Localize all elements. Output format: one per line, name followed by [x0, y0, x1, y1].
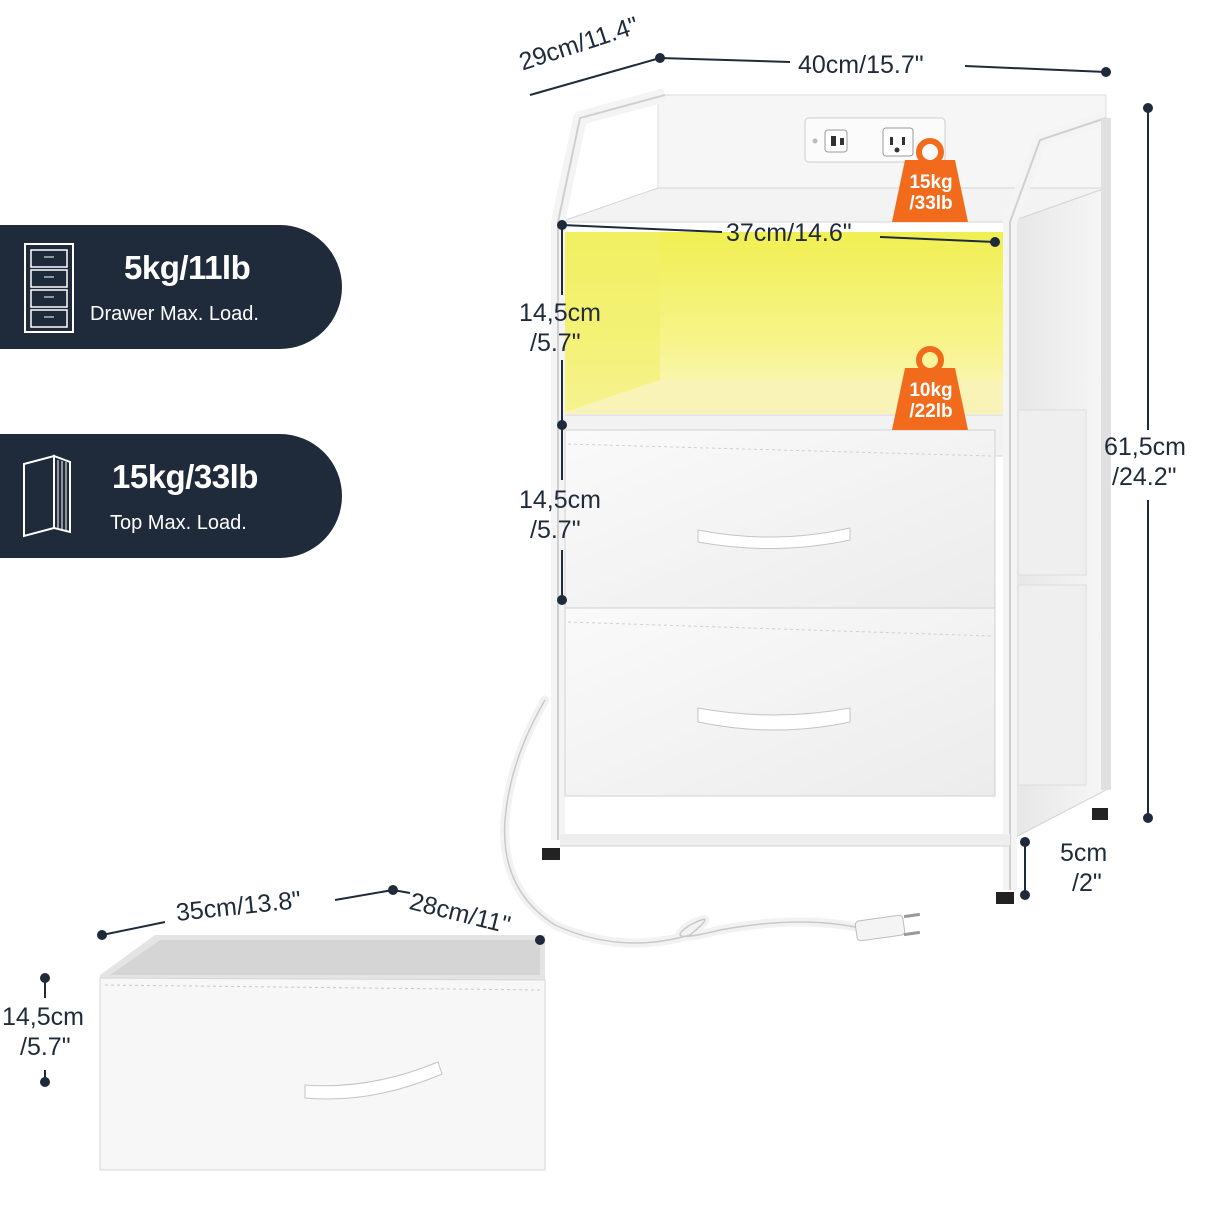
drawer-load-caption: Drawer Max. Load.: [90, 303, 259, 325]
drawer-height-metric: 14,5cm: [2, 1003, 84, 1031]
weight-tag-top-line2: /33lb: [909, 193, 953, 214]
drawer-front-height-label: 14,5cm /5.7": [512, 485, 608, 545]
weight-tag-shelf: 10kg /22lb: [896, 380, 966, 422]
drawer-height-imperial: /5.7": [20, 1033, 71, 1061]
drawer-cabinet-icon: [24, 243, 74, 333]
dimension-lines: [40, 53, 1153, 1087]
weight-tag-top-line1: 15kg: [909, 172, 953, 193]
total-height-metric: 61,5cm: [1104, 433, 1186, 461]
top-load-value: 15kg/33lb: [112, 458, 258, 495]
leg-height-label: 5cm /2": [1060, 838, 1107, 898]
shelf-height-value: 14,5cm: [519, 299, 601, 327]
top-load-caption: Top Max. Load.: [110, 512, 247, 534]
shelf-height-imperial: /5.7": [530, 329, 581, 357]
inner-width-label: 37cm/14.6": [726, 219, 852, 247]
drawer-front-height-imperial: /5.7": [530, 516, 581, 544]
drawer-2: [564, 607, 996, 797]
total-height-imperial: /24.2": [1112, 463, 1177, 491]
foot-back: [1092, 808, 1108, 820]
weight-tag-shelf-line1: 10kg: [909, 380, 953, 401]
drawer-box-handle: [304, 1061, 443, 1100]
leg-height-imperial: /2": [1072, 869, 1102, 897]
drawer-height-label: 14,5cm /5.7": [2, 1002, 84, 1062]
book-icon: [23, 454, 71, 538]
top-load-badge: 15kg/33lb Top Max. Load.: [0, 434, 342, 558]
drawer-box-front: [99, 977, 546, 1171]
weight-tag-top-shape: [892, 138, 968, 222]
foot-left: [542, 848, 560, 860]
weight-tag-shelf-shape: [892, 346, 968, 430]
drawer-load-badge: 5kg/11lb Drawer Max. Load.: [0, 225, 342, 349]
ac-outlet-icon: [882, 127, 914, 157]
leg-height-metric: 5cm: [1060, 839, 1108, 867]
drawer-2-handle: [697, 707, 851, 731]
shelf-height-label: 14,5cm /5.7": [512, 298, 608, 358]
total-height-label: 61,5cm /24.2": [1104, 432, 1186, 492]
weight-tag-shelf-line2: /22lb: [909, 401, 953, 422]
power-plug-icon: [854, 914, 906, 942]
drawer-load-value: 5kg/11lb: [124, 249, 251, 286]
width-label: 40cm/15.7": [798, 51, 924, 79]
foot-right: [996, 892, 1014, 904]
drawer-1: [564, 429, 996, 609]
drawer-front-height-value: 14,5cm: [519, 486, 601, 514]
drawer-1-handle: [697, 527, 851, 550]
weight-tag-top: 15kg /33lb: [896, 172, 966, 214]
outlet-screw-icon: [812, 138, 818, 144]
